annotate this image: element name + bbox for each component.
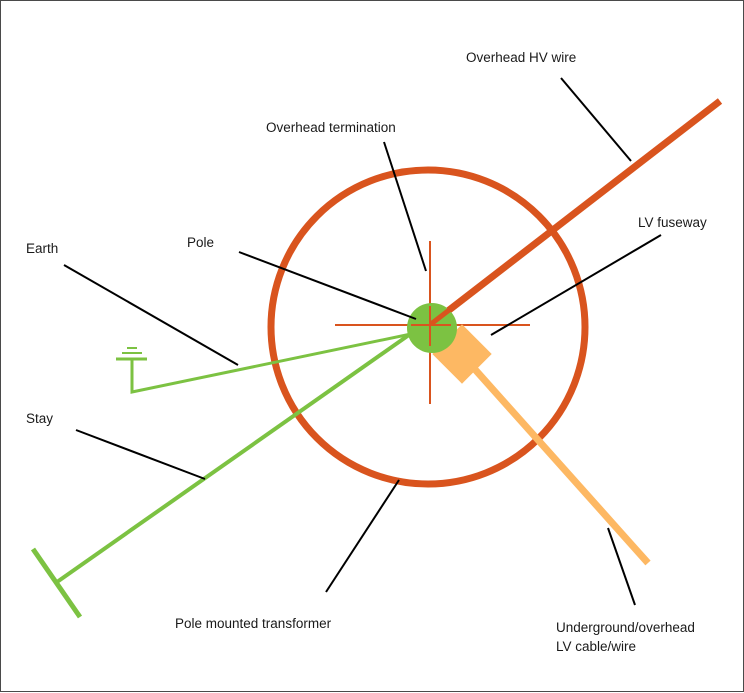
leader-overhead-hv-wire [560,77,632,162]
hv-wire-over-pole [429,302,459,326]
label-stay: Stay [26,411,53,426]
stay-wire [55,328,418,584]
leader-lv-fuseway [490,234,662,336]
label-pole-mounted-transformer: Pole mounted transformer [175,616,332,631]
label-underground-overhead-line2: LV cable/wire [556,639,636,654]
leader-overhead-termination [383,141,427,272]
label-earth: Earth [26,241,58,256]
overhead-hv-wire [428,98,723,327]
leader-stay [75,429,206,480]
leader-underground-overhead [607,527,636,606]
transformer-circle [267,166,589,488]
label-overhead-hv-wire: Overhead HV wire [466,50,576,65]
label-lv-fuseway: LV fuseway [638,215,707,230]
label-underground-overhead-line1: Underground/overhead [556,620,695,635]
leader-pole-mounted-transformer [325,479,400,593]
leader-earth [63,264,239,366]
leader-pole [238,251,417,320]
earth-wire [130,332,412,394]
label-pole: Pole [187,235,214,250]
stay-anchor [30,547,83,619]
lv-cable-wire [460,353,651,566]
label-overhead-termination: Overhead termination [266,120,396,135]
